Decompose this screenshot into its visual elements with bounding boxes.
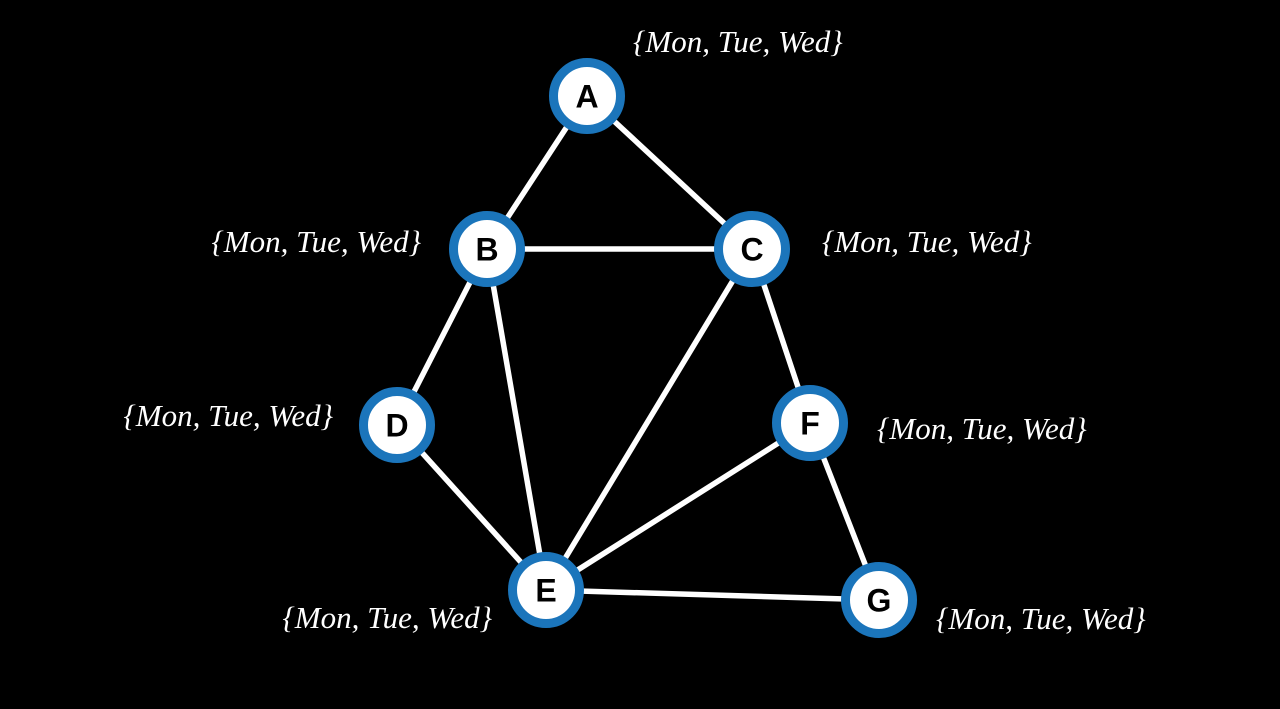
node-A: A (549, 58, 625, 134)
node-circle-A (549, 58, 625, 134)
domain-label-E: {Mon, Tue, Wed} (282, 600, 492, 635)
domain-label-B: {Mon, Tue, Wed} (211, 224, 421, 259)
node-letter-A: A (575, 79, 598, 115)
domain-label-D: {Mon, Tue, Wed} (123, 398, 333, 433)
edge-E-F (543, 420, 813, 593)
edge-layer (394, 93, 882, 603)
node-letter-D: D (385, 408, 408, 444)
node-E: E (508, 552, 584, 628)
node-F: F (772, 385, 848, 461)
node-circle-E (508, 552, 584, 628)
node-letter-F: F (800, 406, 820, 442)
domain-label-G: {Mon, Tue, Wed} (936, 601, 1146, 636)
node-letter-C: C (740, 232, 763, 268)
node-circle-F (772, 385, 848, 461)
node-layer: A B C D E F G (359, 58, 917, 638)
node-letter-E: E (535, 573, 556, 609)
node-letter-G: G (867, 583, 892, 619)
node-circle-D (359, 387, 435, 463)
node-D: D (359, 387, 435, 463)
node-circle-B (449, 211, 525, 287)
domain-label-F: {Mon, Tue, Wed} (877, 411, 1087, 446)
domain-label-A: {Mon, Tue, Wed} (633, 24, 843, 59)
edge-E-G (543, 587, 882, 603)
label-layer: {Mon, Tue, Wed} {Mon, Tue, Wed} {Mon, Tue,… (123, 24, 1146, 636)
node-circle-G (841, 562, 917, 638)
node-B: B (449, 211, 525, 287)
domain-label-C: {Mon, Tue, Wed} (822, 224, 1032, 259)
node-G: G (841, 562, 917, 638)
node-circle-C (714, 211, 790, 287)
edge-C-E (543, 246, 755, 593)
node-C: C (714, 211, 790, 287)
node-letter-B: B (475, 232, 498, 268)
edge-B-E (484, 246, 549, 593)
